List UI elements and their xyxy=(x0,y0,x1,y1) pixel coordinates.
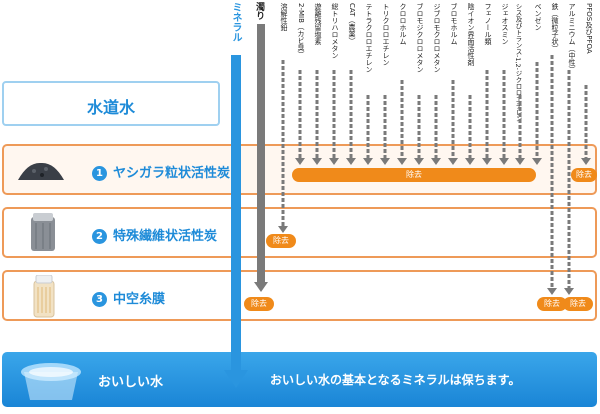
contaminant-label: 溶解性鉛 xyxy=(280,3,288,31)
stage-2-filter-image xyxy=(30,213,56,253)
stage-2-box: 2 特殊繊維状活性炭 xyxy=(2,207,597,258)
contaminant-label: トリクロロエチレン xyxy=(382,3,390,66)
stage-2-name: 特殊繊維状活性炭 xyxy=(113,229,218,244)
stage-3-name: 中空糸膜 xyxy=(113,292,166,307)
contaminant-label: ブロモホルム xyxy=(450,3,458,45)
contaminant-label: 陰イオン界面活性剤 xyxy=(467,3,475,66)
result-label: おいしい水 xyxy=(98,375,164,390)
contaminant-label: フェノール類 xyxy=(484,3,492,45)
mineral-arrow xyxy=(222,0,250,390)
contaminant-label: 総トリハロメタン xyxy=(331,3,339,59)
tap-water-box: 水道水 xyxy=(2,81,220,126)
removed-badge-stage3-turbidity: 除去 xyxy=(244,297,274,311)
stage-1-label: 1 ヤシガラ粒状活性炭 xyxy=(92,162,230,181)
contaminant-label: CAT（農薬） xyxy=(348,3,356,45)
water-glass-image xyxy=(16,358,86,402)
contaminant-label: 鉄（微粒子状） xyxy=(551,3,559,52)
mineral-label: ミネラル xyxy=(230,2,241,42)
removed-badge-stage3-aluminium: 除去 xyxy=(563,297,593,311)
stage-1-filter-image xyxy=(16,158,66,182)
contaminant-label: 2-MIB（カビ臭） xyxy=(297,3,305,58)
contaminant-label: テトラクロロエチレン xyxy=(365,3,373,73)
turbidity-arrow xyxy=(254,24,268,294)
contaminant-label: シス及びトランス-1,2-ジクロロエチレン xyxy=(514,3,522,123)
removed-badge-stage3-iron: 除去 xyxy=(537,297,567,311)
contaminant-label: アルミニウム（中性） xyxy=(568,3,576,73)
contaminant-label: 遊離残留塩素 xyxy=(314,3,322,45)
stage-3-filter-image xyxy=(32,274,56,319)
stage-1-name: ヤシガラ粒状活性炭 xyxy=(113,166,231,181)
contaminant-label: PFOS及びPFOA xyxy=(585,3,593,54)
turbidity-label: 濁り xyxy=(254,2,264,20)
result-message: おいしい水の基本となるミネラルは保ちます。 xyxy=(270,373,521,387)
stage-2-number: 2 xyxy=(92,229,107,244)
stage-3-number: 3 xyxy=(92,292,107,307)
contaminant-label: ベンゼン xyxy=(534,3,542,31)
stage-1-number: 1 xyxy=(92,166,107,181)
removed-badge-stage1-pfos: 除去 xyxy=(571,168,597,182)
result-bar: おいしい水 おいしい水の基本となるミネラルは保ちます。 xyxy=(2,352,597,407)
removed-badge-stage2-lead: 除去 xyxy=(266,234,296,248)
contaminant-label: ジェオスミン xyxy=(501,3,509,45)
contaminant-label: ジブロモクロロメタン xyxy=(433,3,441,73)
tap-water-label: 水道水 xyxy=(86,98,135,117)
contaminant-label: ブロモジクロロメタン xyxy=(416,3,424,73)
removed-badge-stage1-main: 除去 xyxy=(292,168,536,182)
stage-2-label: 2 特殊繊維状活性炭 xyxy=(92,225,217,244)
stage-3-label: 3 中空糸膜 xyxy=(92,288,165,307)
contaminant-label: クロロホルム xyxy=(399,3,407,45)
stage-3-box: 3 中空糸膜 xyxy=(2,270,597,321)
